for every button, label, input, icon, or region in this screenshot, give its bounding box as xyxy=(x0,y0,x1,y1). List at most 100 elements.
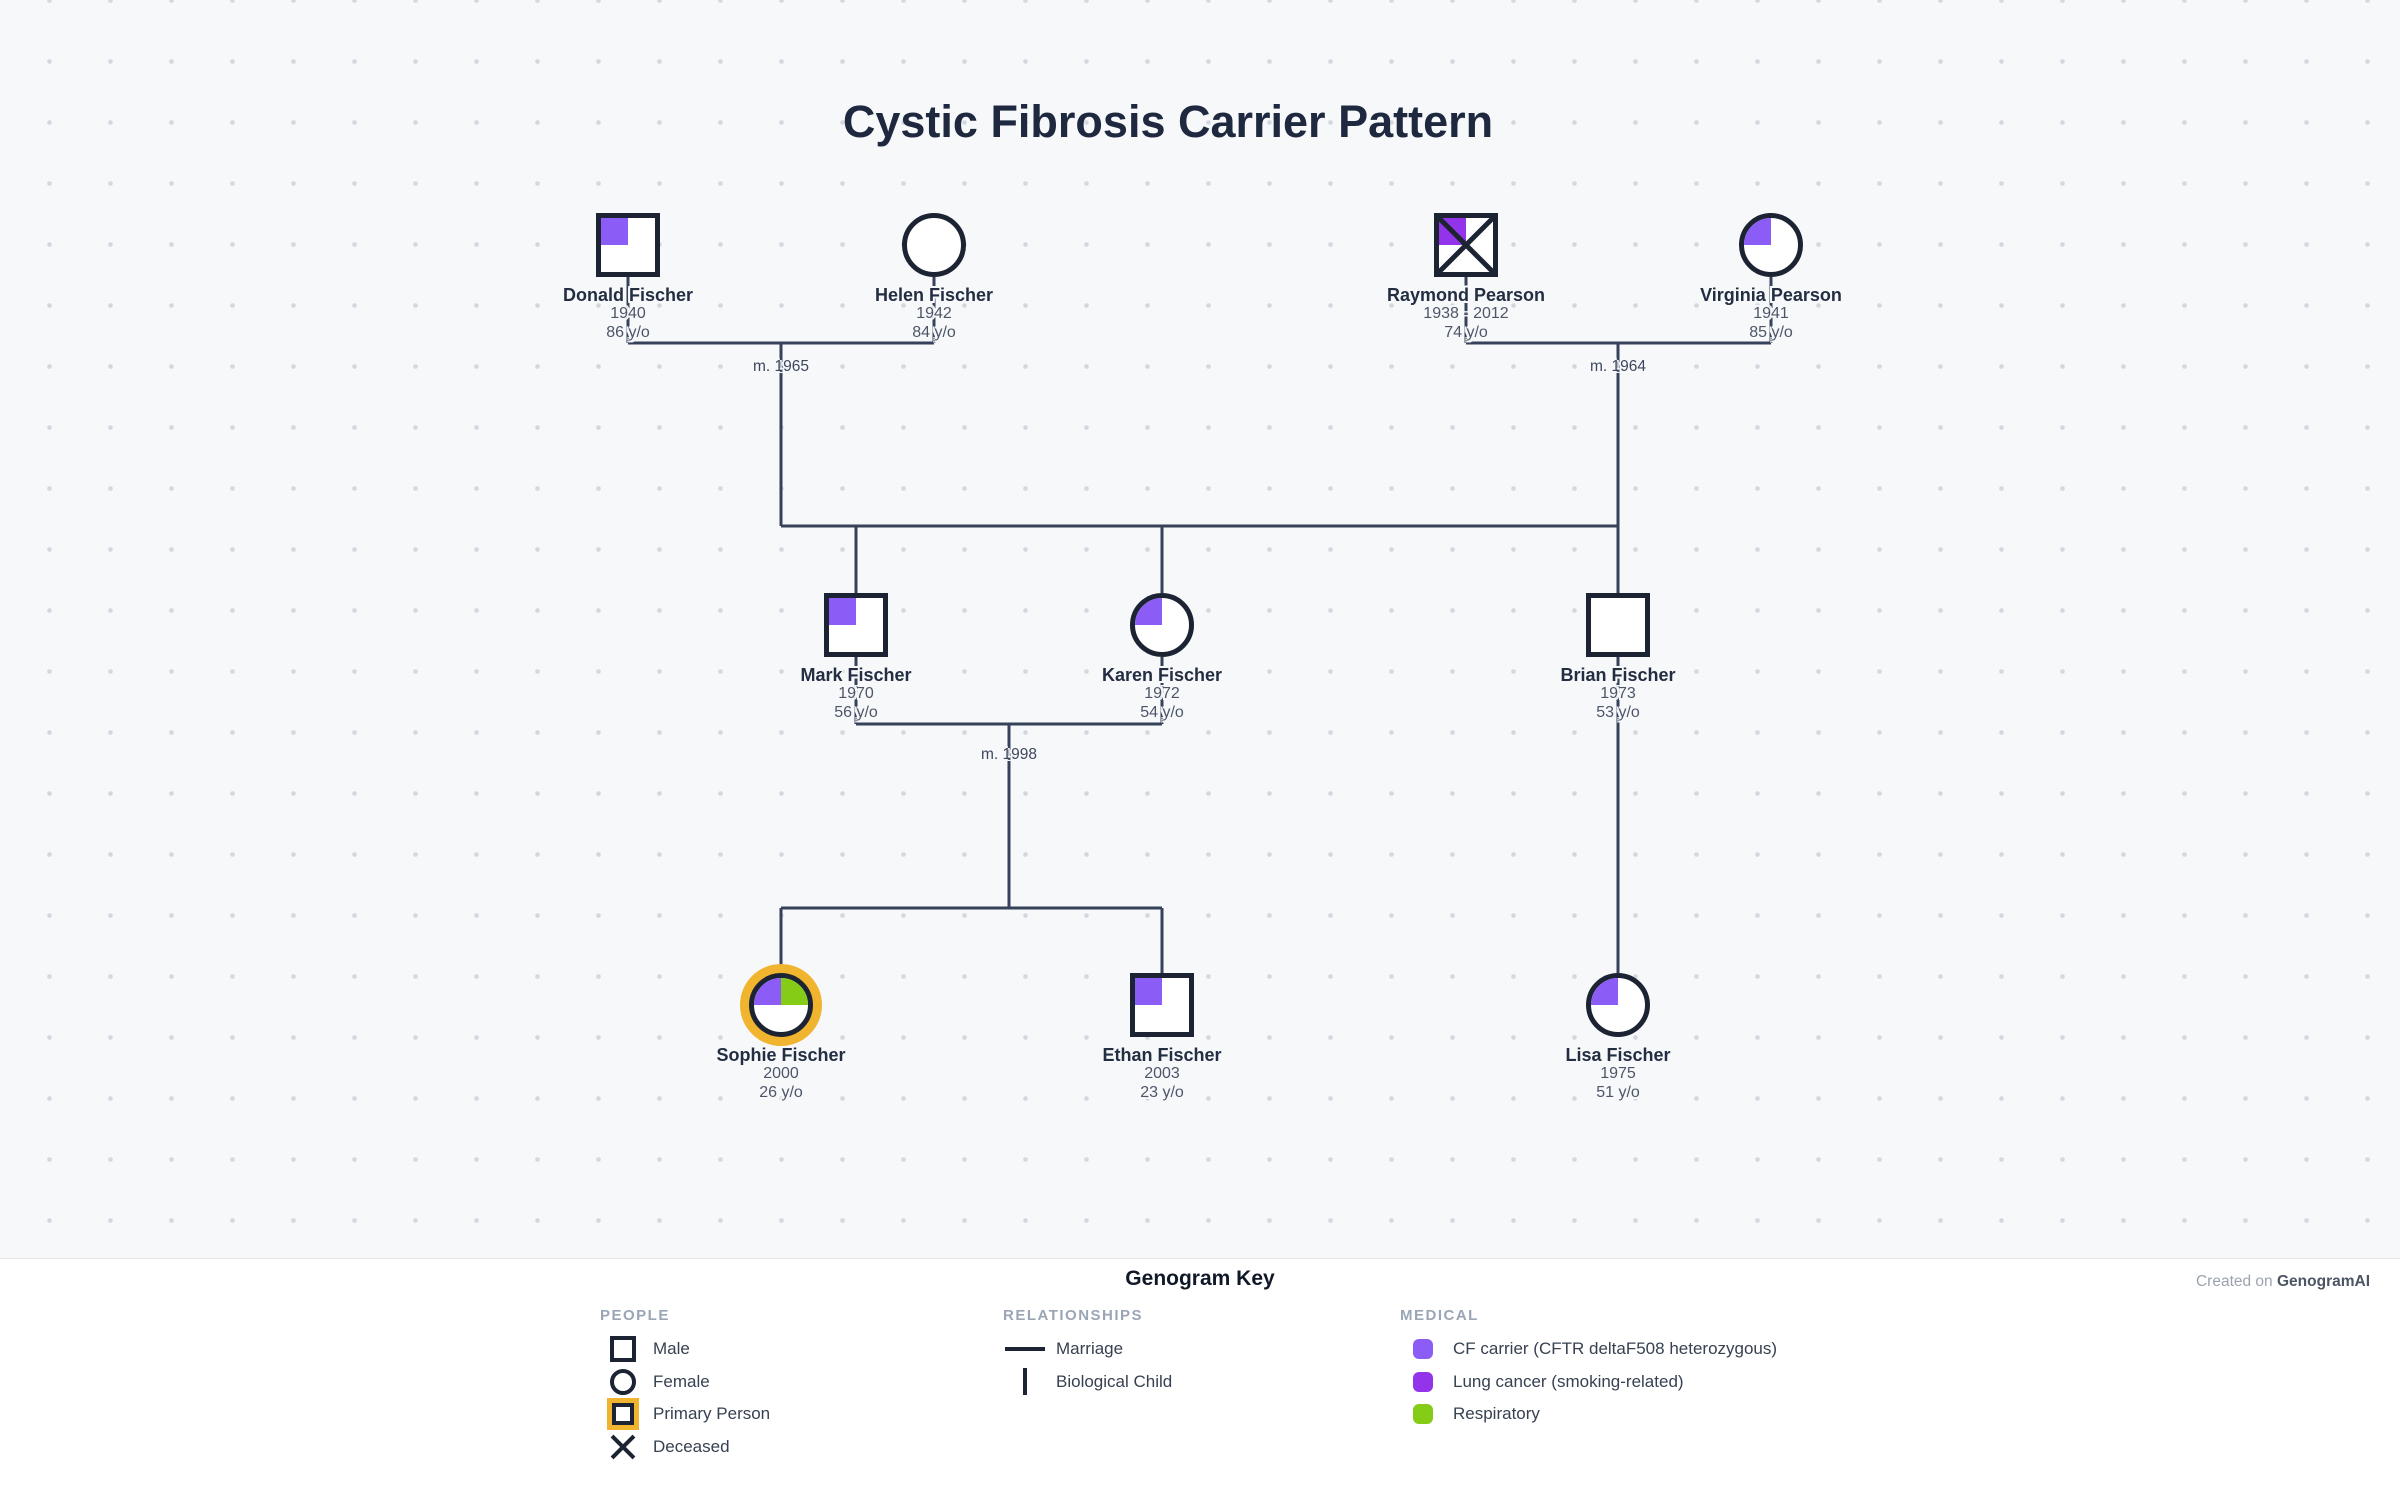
female-shape xyxy=(1130,593,1194,657)
person-labels: Sophie Fischer 2000 26 y/o xyxy=(611,1045,951,1102)
male-shape xyxy=(1130,973,1194,1037)
deceased-x-icon xyxy=(600,1434,653,1460)
lung-cancer-swatch xyxy=(1400,1371,1453,1392)
person-birth: 2000 xyxy=(763,1065,799,1082)
person-name: Sophie Fischer xyxy=(716,1045,846,1065)
cf-carrier-marker xyxy=(601,218,628,245)
marriage-label-1998: m. 1998 xyxy=(980,746,1038,763)
male-icon xyxy=(600,1336,653,1363)
genogram-key-panel: Genogram Key Created on GenogramAI PEOPL… xyxy=(0,1258,2400,1500)
marriage-label-1964: m. 1964 xyxy=(1589,358,1647,375)
person-name: Mark Fischer xyxy=(800,665,912,685)
genogram-canvas: Cystic Fibrosis Carrier Pattern Donald F… xyxy=(0,0,2400,1258)
person-age: 53 y/o xyxy=(1596,703,1640,721)
person-age: 26 y/o xyxy=(759,1083,803,1101)
male-shape xyxy=(596,213,660,277)
cf-carrier-marker xyxy=(1591,978,1618,1005)
legend-item-respiratory: Respiratory xyxy=(1400,1398,1777,1431)
person-birth: 1972 xyxy=(1144,685,1180,702)
person-birth: 1940 xyxy=(610,305,646,322)
legend-medical-header: MEDICAL xyxy=(1400,1307,1479,1324)
page-title: Cystic Fibrosis Carrier Pattern xyxy=(842,96,1494,147)
person-name: Ethan Fischer xyxy=(1102,1045,1222,1065)
legend-item-lung-cancer: Lung cancer (smoking-related) xyxy=(1400,1366,1777,1399)
person-brian-fischer[interactable]: Brian Fischer 1973 53 y/o xyxy=(1560,593,1676,721)
respiratory-swatch xyxy=(1400,1404,1453,1425)
person-labels: Brian Fischer 1973 53 y/o xyxy=(1448,665,1788,722)
person-age: 74 y/o xyxy=(1444,323,1488,341)
legend-people-header: PEOPLE xyxy=(600,1307,670,1324)
person-birth: 1970 xyxy=(838,685,874,702)
person-donald-fischer[interactable]: Donald Fischer 1940 86 y/o xyxy=(563,213,693,341)
cf-carrier-marker xyxy=(754,978,781,1005)
male-shape xyxy=(1586,593,1650,657)
person-ethan-fischer[interactable]: Ethan Fischer 2003 23 y/o xyxy=(1102,973,1222,1101)
person-name: Brian Fischer xyxy=(1560,665,1676,685)
legend-item-marriage: Marriage xyxy=(1003,1333,1172,1366)
female-shape-primary xyxy=(749,973,813,1037)
person-name: Donald Fischer xyxy=(562,285,694,305)
cf-carrier-marker xyxy=(1744,218,1771,245)
deceased-x-icon xyxy=(1439,218,1493,272)
person-age: 56 y/o xyxy=(834,703,878,721)
cf-carrier-swatch xyxy=(1400,1339,1453,1360)
person-name: Helen Fischer xyxy=(874,285,994,305)
person-age: 54 y/o xyxy=(1140,703,1184,721)
person-birth: 1942 xyxy=(916,305,952,322)
person-age: 84 y/o xyxy=(912,323,956,341)
legend-medical-column: MEDICAL CF carrier (CFTR deltaF508 heter… xyxy=(1400,1307,1777,1431)
person-helen-fischer[interactable]: Helen Fischer 1942 84 y/o xyxy=(875,213,993,341)
legend-relationships-header: RELATIONSHIPS xyxy=(1003,1307,1144,1324)
person-birth: 1973 xyxy=(1600,685,1636,702)
person-age: 51 y/o xyxy=(1596,1083,1640,1101)
female-shape xyxy=(1739,213,1803,277)
female-shape xyxy=(902,213,966,277)
female-icon xyxy=(600,1368,653,1395)
legend-relationships-column: RELATIONSHIPS Marriage Biological Child xyxy=(1003,1307,1172,1398)
person-mark-fischer[interactable]: Mark Fischer 1970 56 y/o xyxy=(800,593,912,721)
person-labels: Helen Fischer 1942 84 y/o xyxy=(764,285,1104,342)
person-age: 85 y/o xyxy=(1749,323,1793,341)
person-birth: 1941 xyxy=(1753,305,1789,322)
person-lisa-fischer[interactable]: Lisa Fischer 1975 51 y/o xyxy=(1565,973,1671,1101)
legend-item-male: Male xyxy=(600,1333,770,1366)
created-on-credit: Created on GenogramAI xyxy=(2196,1273,2370,1291)
person-birth: 1938 - 2012 xyxy=(1423,305,1509,322)
credit-prefix: Created on xyxy=(2195,1273,2273,1290)
legend-item-deceased: Deceased xyxy=(600,1431,770,1464)
person-name: Karen Fischer xyxy=(1101,665,1223,685)
person-birth: 1975 xyxy=(1600,1065,1636,1082)
female-shape xyxy=(1586,973,1650,1037)
marriage-label-1965: m. 1965 xyxy=(752,358,810,375)
person-labels: Mark Fischer 1970 56 y/o xyxy=(686,665,1026,722)
person-name: Virginia Pearson xyxy=(1700,285,1842,305)
person-birth: 2003 xyxy=(1144,1065,1180,1082)
person-age: 23 y/o xyxy=(1140,1083,1184,1101)
cf-carrier-marker xyxy=(1135,598,1162,625)
person-age: 86 y/o xyxy=(606,323,650,341)
primary-person-icon xyxy=(600,1403,653,1426)
person-labels: Karen Fischer 1972 54 y/o xyxy=(992,665,1332,722)
credit-brand: GenogramAI xyxy=(2276,1273,2370,1290)
person-name: Raymond Pearson xyxy=(1386,285,1546,305)
cf-carrier-marker xyxy=(829,598,856,625)
marriage-line-icon xyxy=(1003,1347,1056,1352)
legend-item-biological-child: Biological Child xyxy=(1003,1366,1172,1399)
person-labels: Lisa Fischer 1975 51 y/o xyxy=(1448,1045,1788,1102)
legend-item-female: Female xyxy=(600,1366,770,1399)
person-name: Lisa Fischer xyxy=(1565,1045,1671,1065)
person-labels: Donald Fischer 1940 86 y/o xyxy=(458,285,798,342)
person-raymond-pearson[interactable]: Raymond Pearson 1938 - 2012 74 y/o xyxy=(1387,213,1545,341)
person-virginia-pearson[interactable]: Virginia Pearson 1941 85 y/o xyxy=(1700,213,1842,341)
person-sophie-fischer[interactable]: Sophie Fischer 2000 26 y/o xyxy=(716,973,846,1101)
legend-item-cf-carrier: CF carrier (CFTR deltaF508 heterozygous) xyxy=(1400,1333,1777,1366)
cf-carrier-marker xyxy=(1135,978,1162,1005)
genogram-key-title: Genogram Key xyxy=(1125,1267,1275,1290)
legend-people-column: PEOPLE Male Female Primary Person Deceas… xyxy=(600,1307,770,1463)
male-shape xyxy=(1434,213,1498,277)
legend-item-primary-person: Primary Person xyxy=(600,1398,770,1431)
person-karen-fischer[interactable]: Karen Fischer 1972 54 y/o xyxy=(1102,593,1222,721)
male-shape xyxy=(824,593,888,657)
connector-lines xyxy=(626,277,1773,973)
person-labels: Raymond Pearson 1938 - 2012 74 y/o xyxy=(1296,285,1636,342)
